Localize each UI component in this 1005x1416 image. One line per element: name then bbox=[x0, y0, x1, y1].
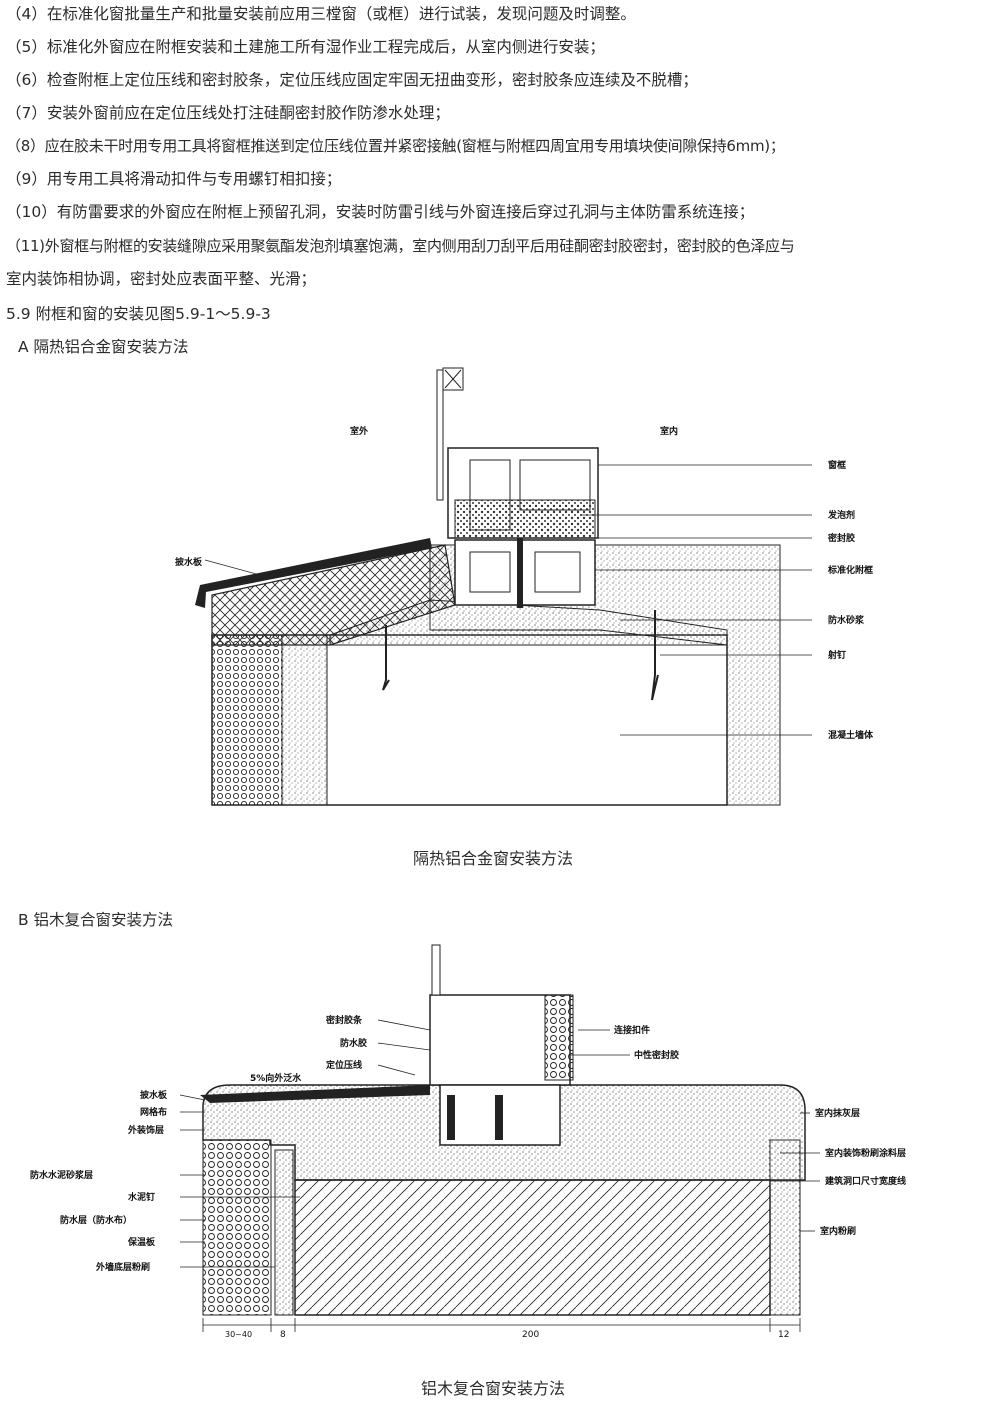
label-position-line: 定位压线 bbox=[325, 1059, 362, 1071]
sub-frame-b-screw-1 bbox=[447, 1095, 455, 1140]
sash-b bbox=[431, 944, 441, 996]
label-waterproof-glue: 防水胶 bbox=[340, 1037, 367, 1049]
insulation-circles bbox=[211, 634, 283, 806]
label-interior-plaster: 室内抹灰层 bbox=[815, 1107, 860, 1119]
figure-b-drawing: 5%向外泛水 密封胶条 防水胶 定位压线 连接扣件 中性密封胶 披水板 网格布 … bbox=[30, 944, 906, 1340]
label-interior-coating: 室内装饰粉刷涂料层 bbox=[825, 1147, 906, 1159]
section-title: 5.9 附框和窗的安装见图5.9-1～5.9-3 bbox=[6, 305, 271, 323]
caption-b: 铝木复合窗安装方法 bbox=[421, 1379, 566, 1398]
sash-cap-x bbox=[444, 369, 462, 389]
sub-frame-cell-2 bbox=[534, 551, 581, 593]
dim-plaster: 8 bbox=[280, 1330, 286, 1340]
paragraph-5: （5）标准化外窗应在附框安装和土建施工所有湿作业工程完成后，从室内侧进行安装； bbox=[6, 38, 605, 56]
label-drip-board: 披水板 bbox=[175, 556, 203, 568]
caption-a: 隔热铝合金窗安装方法 bbox=[413, 849, 574, 868]
label-insulation: 保温板 bbox=[127, 1236, 156, 1248]
waterproof-layer bbox=[200, 1085, 430, 1103]
dim-wall: 200 bbox=[522, 1330, 539, 1340]
glass-bead bbox=[436, 369, 444, 501]
figure-a-drawing: 室外 室内 窗框 发泡剂 密封胶 标准化附框 防水砂浆 射钉 混凝土墙体 披水板 bbox=[175, 367, 874, 806]
label-cement-nail: 水泥钉 bbox=[128, 1191, 155, 1203]
label-waterproof-mortar: 防水水泥砂浆层 bbox=[30, 1169, 93, 1181]
label-mesh: 网格布 bbox=[140, 1106, 167, 1118]
label-outside: 室外 bbox=[350, 425, 368, 437]
insulation-board bbox=[202, 1139, 272, 1316]
label-waterproof-cloth: 防水层（防水布） bbox=[60, 1214, 132, 1226]
subsection-b-title: B 铝木复合窗安装方法 bbox=[18, 911, 174, 929]
label-subframe: 标准化附框 bbox=[827, 564, 873, 576]
label-wall: 混凝土墙体 bbox=[828, 729, 874, 741]
paragraph-7: （7）安装外窗前应在定位压线处打注硅酮密封胶作防渗水处理； bbox=[6, 104, 450, 122]
label-opening-width: 建筑洞口尺寸宽度线 bbox=[825, 1175, 906, 1187]
paragraph-4: （4）在标准化窗批量生产和批量安装前应用三樘窗（或框）进行试装，发现问题及时调整… bbox=[6, 5, 636, 23]
paragraph-6: （6）检查附框上定位压线和密封胶条，定位压线应固定牢固无扭曲变形，密封胶条应连续… bbox=[6, 71, 698, 89]
subsection-a-title: A 隔热铝合金窗安装方法 bbox=[18, 338, 189, 356]
screw bbox=[517, 538, 523, 608]
wall-body bbox=[294, 1179, 771, 1316]
dim-insulation: 30~40 bbox=[225, 1330, 252, 1339]
label-base-plaster: 外墙底层粉刷 bbox=[95, 1261, 150, 1273]
paragraph-9: （9）用专用工具将滑动扣件与专用螺钉相扣接； bbox=[6, 170, 342, 188]
label-connector: 连接扣件 bbox=[614, 1024, 650, 1036]
label-exterior-finish: 外装饰层 bbox=[127, 1124, 164, 1136]
outer-plaster bbox=[281, 634, 328, 806]
sub-frame-cell-1 bbox=[469, 551, 511, 593]
paragraph-11-cont: 室内装饰相协调，密封处应表面平整、光滑； bbox=[6, 270, 317, 288]
label-frame: 窗框 bbox=[828, 459, 846, 471]
foam-fill bbox=[454, 499, 596, 539]
anchor-right bbox=[651, 610, 659, 701]
label-sealant: 密封胶 bbox=[827, 532, 855, 544]
label-seal-strip: 密封胶条 bbox=[325, 1014, 363, 1026]
label-drip-b: 披水板 bbox=[140, 1089, 168, 1101]
label-neutral-sealant: 中性密封胶 bbox=[634, 1049, 679, 1061]
drip-board bbox=[195, 538, 432, 608]
anchor-left bbox=[382, 625, 390, 691]
label-slope: 5%向外泛水 bbox=[250, 1072, 302, 1084]
label-interior-render: 室内粉刷 bbox=[820, 1225, 856, 1237]
label-foam: 发泡剂 bbox=[827, 509, 855, 521]
sub-frame-b-screw-2 bbox=[495, 1095, 503, 1140]
wood-strip bbox=[544, 994, 574, 1081]
label-inside: 室内 bbox=[660, 425, 678, 437]
paragraph-11: （11)外窗框与附框的安装缝隙应采用聚氨酯发泡剂填塞饱满，室内侧用刮刀刮平后用硅… bbox=[6, 237, 795, 255]
label-nail: 射钉 bbox=[827, 649, 846, 661]
dim-inner: 12 bbox=[778, 1330, 789, 1340]
paragraph-10: （10）有防雷要求的外窗应在附框上预留孔洞，安装时防雷引线与外窗连接后穿过孔洞与… bbox=[6, 203, 755, 221]
paragraph-8: （8）应在胶未干时用专用工具将窗框推送到定位压线位置并紧密接触(窗框与附框四周宜… bbox=[6, 137, 785, 155]
sub-frame bbox=[454, 539, 596, 606]
outer-base-plaster bbox=[274, 1149, 294, 1316]
label-mortar: 防水砂浆 bbox=[828, 614, 865, 626]
